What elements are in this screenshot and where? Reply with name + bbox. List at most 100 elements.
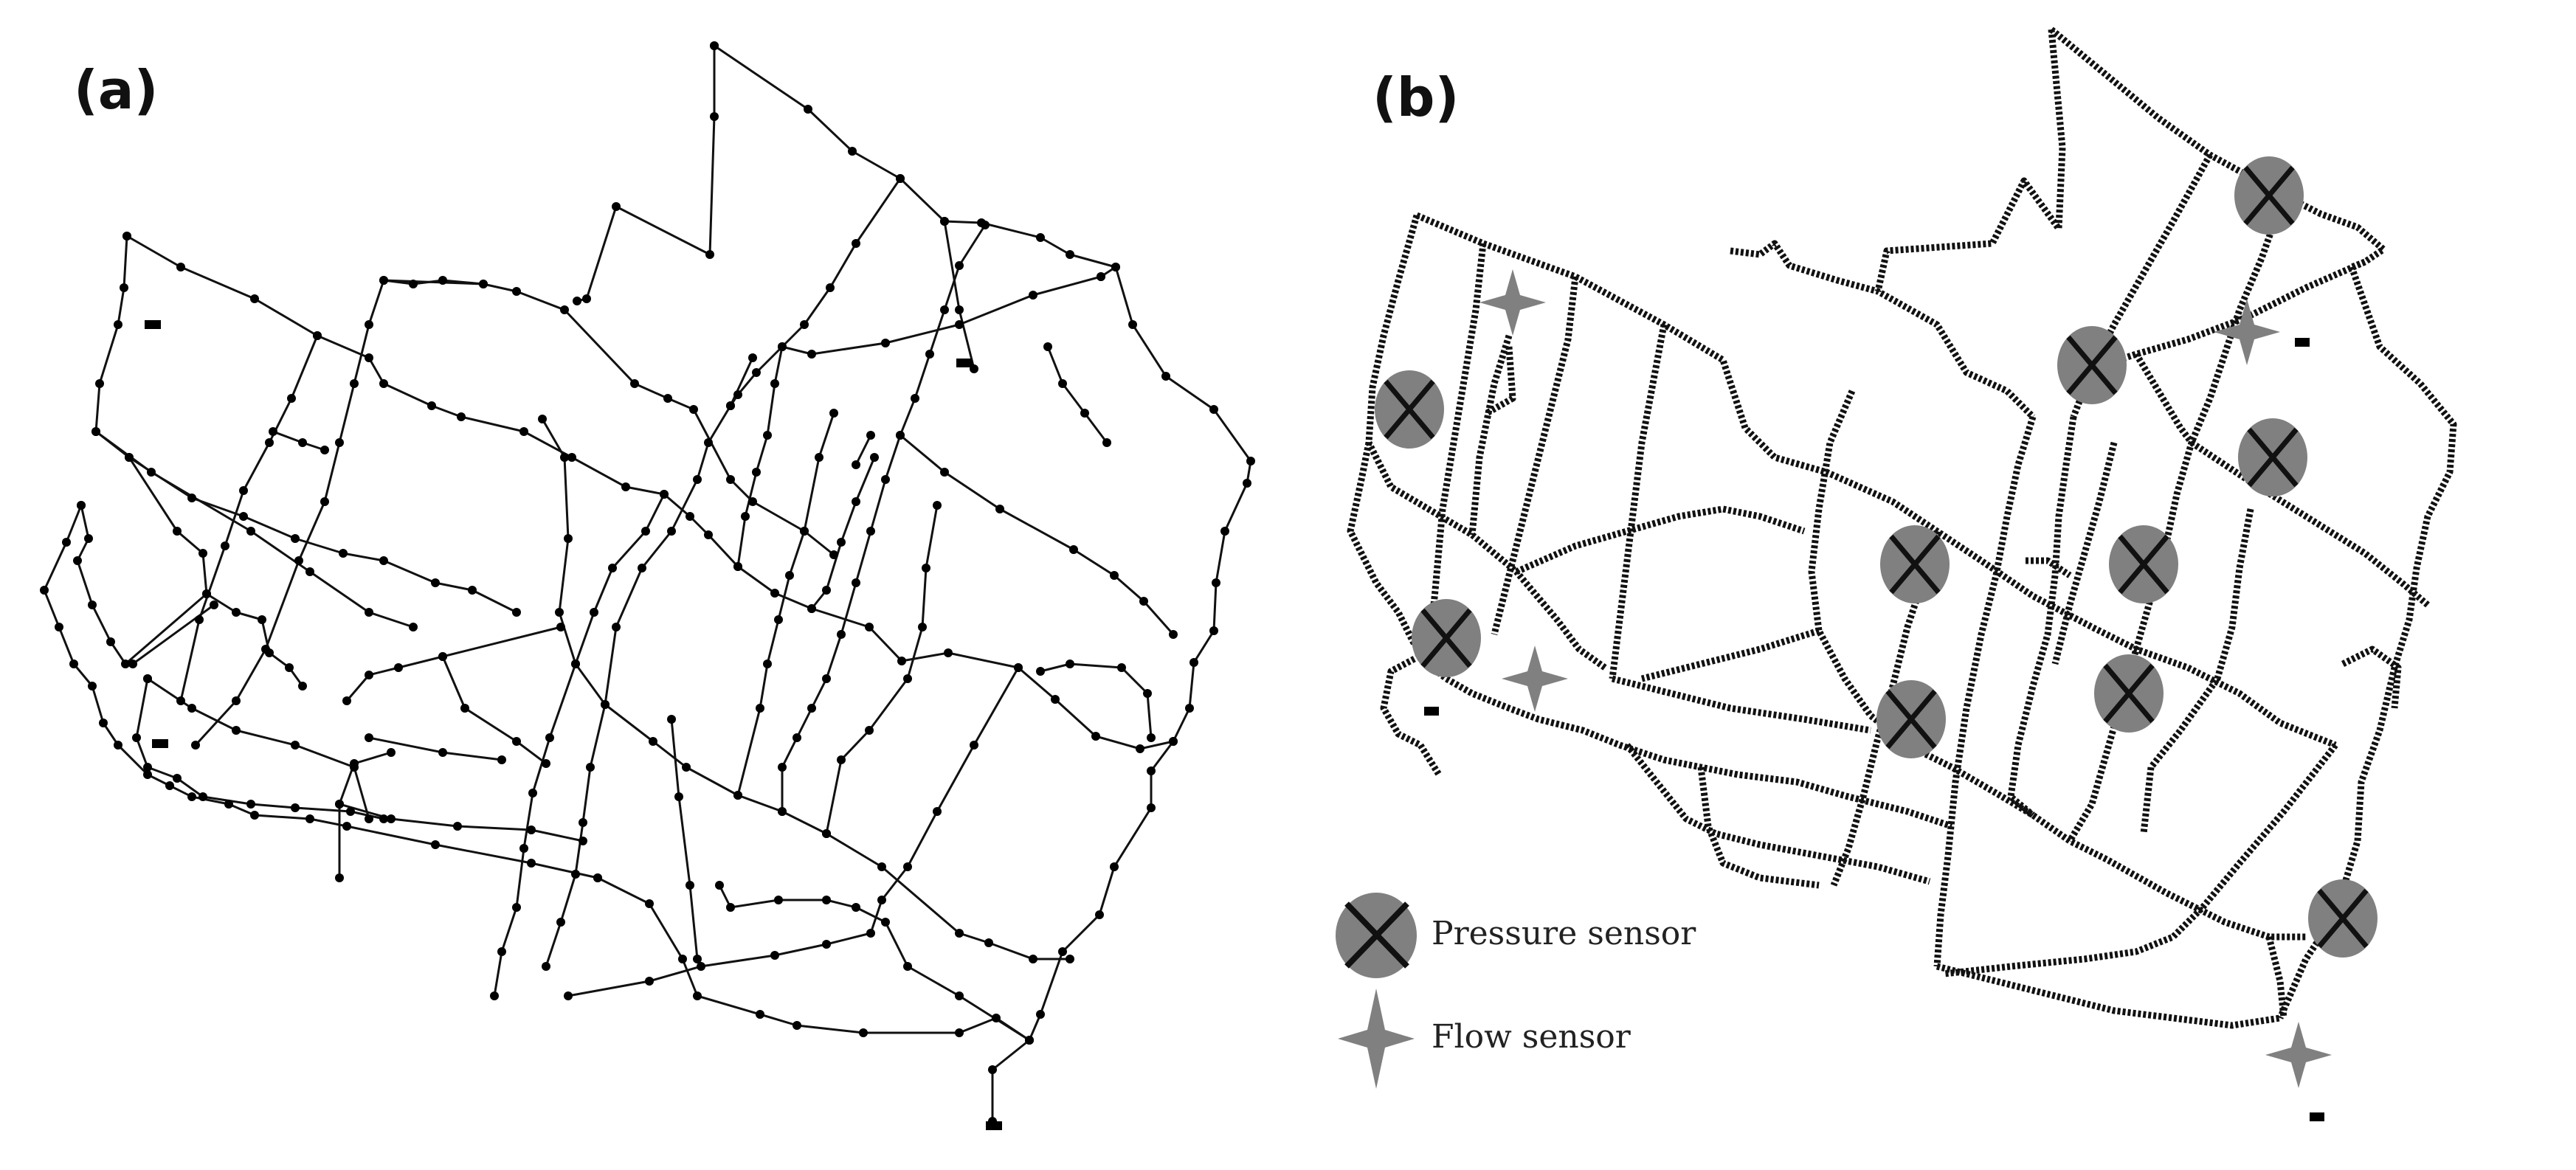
pipe [810, 457, 876, 609]
junction-node [1143, 689, 1152, 698]
junction-node [512, 737, 521, 746]
junction-node [903, 962, 912, 971]
pressure-sensors [1375, 156, 2378, 958]
junction-node [564, 534, 573, 543]
reservoir-icon [986, 1121, 1002, 1130]
junction-node [793, 733, 801, 742]
junction-node [1066, 660, 1074, 668]
junction-node [555, 608, 564, 617]
junction-node [865, 623, 874, 631]
junction-node [579, 818, 587, 827]
pipe [2341, 645, 2402, 709]
junction-node [674, 792, 683, 801]
junction-node [704, 530, 713, 539]
junction-node [409, 280, 418, 288]
pipe [2051, 441, 2118, 665]
junction-node [519, 427, 528, 436]
pipe [1491, 276, 1579, 636]
junction-node [1066, 955, 1074, 963]
junction-node [173, 774, 182, 783]
junction-node [697, 962, 705, 971]
junction-node [689, 405, 698, 414]
pipe [1730, 240, 2036, 420]
pipe [736, 412, 835, 796]
pressure-sensor-icon [2094, 654, 2164, 733]
pipe [1944, 743, 2338, 977]
junction-node [261, 645, 270, 654]
junction-node [1128, 320, 1137, 329]
pipe [567, 667, 1020, 997]
junction-node [807, 350, 816, 359]
junction-node [438, 276, 447, 285]
junction-node [992, 1014, 1001, 1022]
junction-node [726, 475, 735, 484]
junction-node [305, 567, 314, 576]
junction-node [1014, 663, 1023, 672]
junction-node [705, 250, 714, 259]
junction-node [490, 991, 499, 1000]
pipe [43, 505, 598, 879]
pipe [339, 803, 584, 842]
junction-node [866, 431, 875, 440]
junction-node [686, 881, 694, 890]
pipe [2007, 416, 2077, 818]
network-b-diagram [1336, 27, 2457, 1121]
junction-node [165, 781, 174, 790]
junction-node [91, 427, 100, 436]
junction-node [778, 763, 787, 772]
junction-node [350, 763, 359, 772]
junction-node [512, 287, 521, 296]
pipe [736, 346, 784, 567]
panel-a-label: (a) [74, 59, 159, 121]
junction-node [77, 501, 86, 510]
reservoir-icon [2310, 1112, 2324, 1121]
flow-sensors [1479, 269, 2332, 1088]
junction-node [313, 331, 322, 340]
pressure-sensor-icon [1412, 599, 1481, 677]
junction-node [1110, 862, 1119, 871]
junction-node [379, 556, 388, 565]
junction-node [621, 482, 630, 491]
pipe [441, 656, 547, 765]
junction-node [1161, 372, 1170, 381]
junction-node [114, 741, 122, 750]
junction-node [1147, 766, 1156, 775]
junction-node [99, 719, 108, 727]
junction-node [394, 663, 403, 672]
junction-node [198, 792, 207, 801]
junction-node [774, 615, 783, 624]
junction-node [460, 704, 469, 713]
junction-node [1102, 438, 1111, 447]
junction-node [1243, 479, 1251, 488]
junction-node [852, 497, 860, 506]
junction-node [1111, 263, 1120, 271]
junction-node [84, 534, 93, 543]
junction-node [409, 623, 418, 631]
junction-node [457, 412, 466, 421]
junction-node [365, 608, 373, 617]
junction-node [897, 657, 906, 665]
junction-node [246, 527, 255, 536]
junction-node [815, 453, 823, 462]
junction-node [431, 578, 440, 587]
junction-node [365, 814, 373, 823]
junction-node [756, 1010, 764, 1019]
junction-node [88, 600, 97, 609]
reservoir-icon [956, 359, 973, 367]
junction-node [556, 623, 565, 631]
junction-node [320, 446, 329, 454]
junction-node [497, 755, 506, 764]
pipe [1424, 243, 1487, 665]
junction-node [1185, 704, 1194, 713]
junction-node [285, 663, 294, 672]
junction-node [431, 840, 440, 849]
junction-node [645, 977, 654, 986]
panel-b-label: (b) [1372, 66, 1460, 128]
junction-node [1209, 626, 1218, 635]
junction-node [69, 660, 78, 668]
junction-node [663, 394, 672, 403]
junction-node [955, 261, 964, 270]
junction-node [800, 527, 809, 536]
junction-node [365, 671, 373, 679]
junction-node [955, 305, 964, 314]
